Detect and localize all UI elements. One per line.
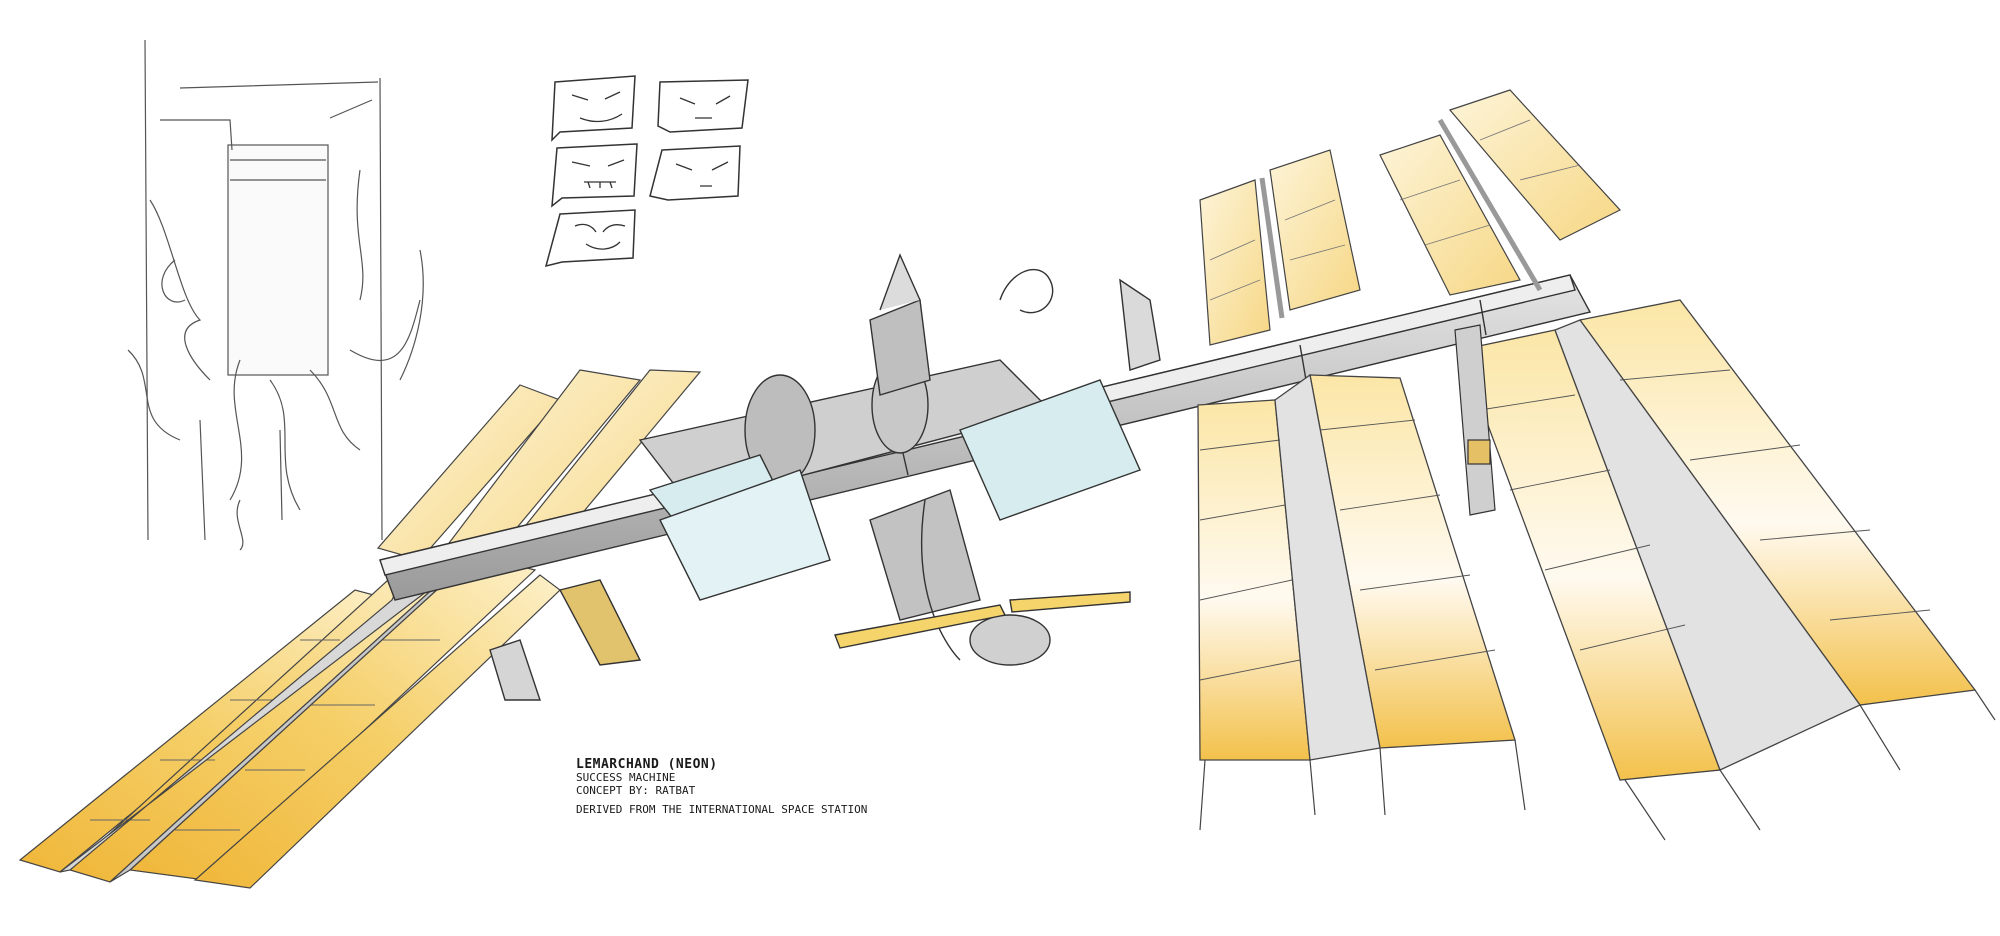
left-lower-solar-wing [18, 554, 561, 889]
caption-subtitle: SUCCESS MACHINE [576, 771, 676, 784]
caption-block: LEMARCHAND (NEON) SUCCESS MACHINE CONCEP… [576, 758, 867, 816]
right-lower-solar-wing-b [1459, 299, 1996, 841]
caption-title: LEMARCHAND (NEON) [576, 757, 718, 772]
left-upper-solar-wing [376, 369, 702, 561]
caption-note: DERIVED FROM THE INTERNATIONAL SPACE STA… [576, 803, 868, 816]
expression-sheet [544, 75, 749, 268]
caption-credit: CONCEPT BY: RATBAT [576, 784, 696, 797]
right-upper-solar-wing-b [1379, 89, 1621, 296]
central-modules [489, 253, 1161, 701]
doorway-sketch [127, 39, 424, 551]
right-lower-solar-wing-a [1197, 373, 1526, 831]
right-truss-stub [1454, 324, 1496, 516]
right-upper-solar-wing-a [1199, 149, 1361, 346]
